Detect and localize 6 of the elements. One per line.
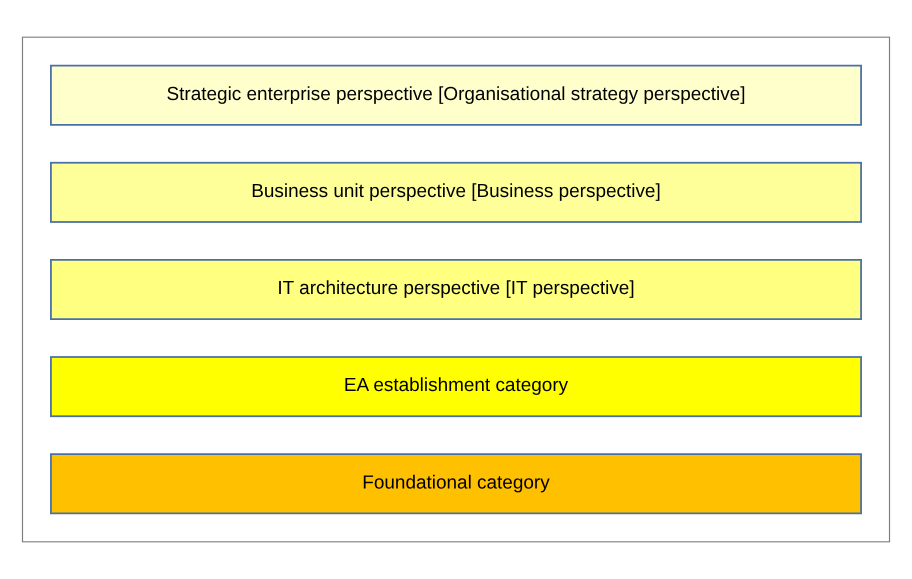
node-box: Foundational category (50, 453, 862, 514)
node-box: IT architecture perspective [IT perspective] (50, 259, 862, 320)
node-box: Strategic enterprise perspective [Organisational strategy perspective] (50, 64, 862, 126)
cluster (22, 36, 890, 542)
node-box: Business unit perspective [Business perspective] (50, 162, 862, 223)
node-box: EA establishment category (50, 356, 862, 418)
